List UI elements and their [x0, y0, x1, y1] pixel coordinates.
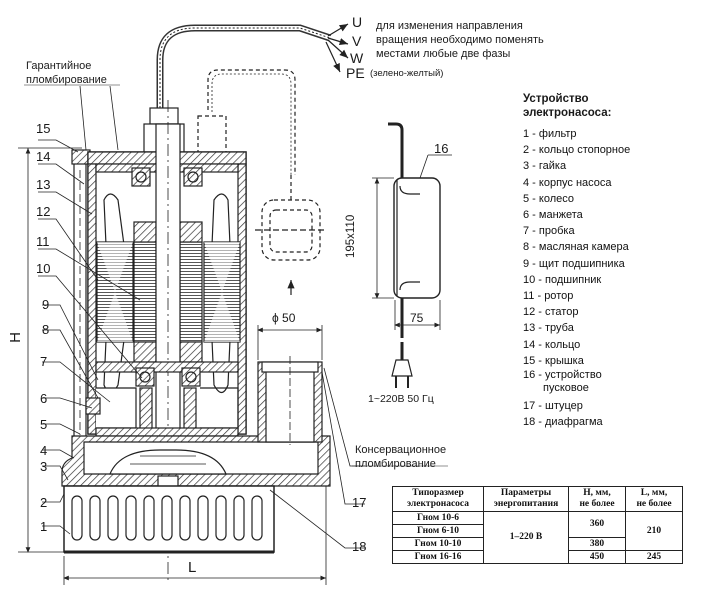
phase-pe-label: PE: [346, 65, 365, 81]
legend-item: 8 - масляная камера: [523, 241, 629, 254]
callout-6: 6: [40, 391, 48, 406]
filter-slot: [233, 495, 245, 541]
callout-16: 16: [434, 141, 449, 156]
legend-title-1: Устройство: [523, 93, 589, 105]
rotation-note-line-3: местами любые две фазы: [376, 48, 511, 60]
length-dimension-label: L: [188, 559, 197, 576]
callout-7: 7: [40, 354, 48, 369]
table-row: Гном 10-6 1–220 В 360 210: [392, 511, 683, 564]
filter-slot: [197, 495, 209, 541]
table-row: Гном 16-16 450 245: [392, 550, 683, 564]
header-l: L, мм,не более: [625, 486, 683, 512]
power-cell: 1–220 В: [483, 511, 569, 564]
filter-slot: [89, 495, 101, 541]
rotor: [133, 241, 157, 343]
filter-slot: [179, 495, 191, 541]
height-dimension-label: H: [6, 332, 24, 343]
legend-item: 5 - колесо: [523, 192, 574, 205]
l-cell: 245: [625, 550, 683, 564]
phase-v-label: V: [352, 33, 362, 49]
outlet-diameter-label: ϕ 50: [272, 311, 296, 325]
legend-list: 1 - фильтр 2 - кольцо стопорное 3 - гайк…: [523, 126, 630, 430]
h-cell: 360: [568, 511, 626, 538]
callout-4: 4: [40, 443, 48, 458]
filter-slot: [251, 495, 263, 541]
warranty-seal-label-1: Гарантийное: [26, 60, 92, 72]
legend-item: 16 - устройство: [523, 369, 602, 382]
pe-color-note: (зелено-желтый): [370, 68, 444, 79]
legend-item: 14 - кольцо: [523, 338, 581, 351]
l-cell: 210: [625, 511, 683, 551]
legend-title-2: электронасоса:: [523, 107, 612, 119]
oil-chamber: [96, 387, 137, 429]
callout-5: 5: [40, 417, 48, 432]
callout-8: 8: [42, 322, 50, 337]
conservation-seal-label-1: Консервационное: [355, 444, 447, 456]
header-h: H, мм,не более: [568, 486, 626, 512]
callout-18: 18: [352, 539, 367, 554]
legend-item: 7 - пробка: [523, 225, 575, 238]
legend-item: 2 - кольцо стопорное: [523, 144, 631, 157]
filter-slot: [143, 495, 155, 541]
legend-item: 10 - подшипник: [523, 273, 602, 286]
warranty-seal-label-2: пломбирование: [26, 74, 107, 86]
filter-slot: [125, 495, 137, 541]
legend-item: 17 - штуцер: [523, 400, 583, 413]
callout-13: 13: [36, 177, 51, 192]
starter-depth-label: 75: [410, 311, 424, 325]
legend-item: 1 - фильтр: [523, 128, 577, 140]
callout-15: 15: [36, 121, 51, 136]
callout-14: 14: [36, 149, 51, 164]
power-supply-label: 1~220В 50 Гц: [368, 393, 434, 405]
legend-item-continuation: пусковое: [543, 382, 589, 395]
callout-11: 11: [36, 234, 50, 249]
legend-item: 3 - гайка: [523, 160, 567, 173]
h-cell: 450: [568, 550, 626, 564]
callout-2: 2: [40, 495, 48, 510]
legend-item: 9 - щит подшипника: [523, 257, 625, 270]
callout-9: 9: [42, 297, 50, 312]
callout-17: 17: [352, 495, 367, 510]
power-plug-icon: [391, 342, 413, 388]
phase-u-label: U: [352, 14, 363, 30]
filter-slot: [215, 495, 227, 541]
conservation-seal-label-2: пломбирование: [355, 458, 436, 470]
legend-item: 15 - крышка: [523, 354, 584, 367]
filter-slot: [71, 495, 83, 541]
legend-item: 12 - статор: [523, 306, 579, 319]
callout-3: 3: [40, 459, 48, 474]
legend-item: 6 - манжета: [523, 209, 583, 222]
model-cell: Гном 16-16: [392, 550, 484, 564]
starter-device: [393, 177, 441, 299]
legend-item: 13 - труба: [523, 322, 574, 335]
filter-slot: [161, 495, 173, 541]
callout-1: 1: [40, 519, 48, 534]
rotation-note-line-1: для изменения направления: [376, 20, 523, 32]
power-cable: [156, 24, 332, 120]
float-switch-cable: [207, 69, 296, 175]
legend-item: 4 - корпус насоса: [523, 176, 612, 189]
h-cell: 380: [568, 537, 626, 551]
phase-w-label: W: [350, 50, 364, 66]
rotation-note-line-2: вращения необходимо поменять: [376, 34, 544, 46]
starter-size-label: 195x110: [345, 214, 357, 258]
callout-10: 10: [36, 261, 51, 276]
impeller: [109, 449, 227, 475]
starter-cable: [388, 122, 404, 180]
filter-slot: [107, 495, 119, 541]
legend-item: 11 - ротор: [523, 290, 574, 303]
filter: [63, 485, 275, 553]
legend-item: 18 - диафрагма: [523, 416, 603, 429]
model-cell: Гном 10-6: [392, 511, 484, 525]
model-cell: Гном 6-10: [392, 524, 484, 538]
model-cell: Гном 10-10: [392, 537, 484, 551]
callout-12: 12: [36, 204, 51, 219]
